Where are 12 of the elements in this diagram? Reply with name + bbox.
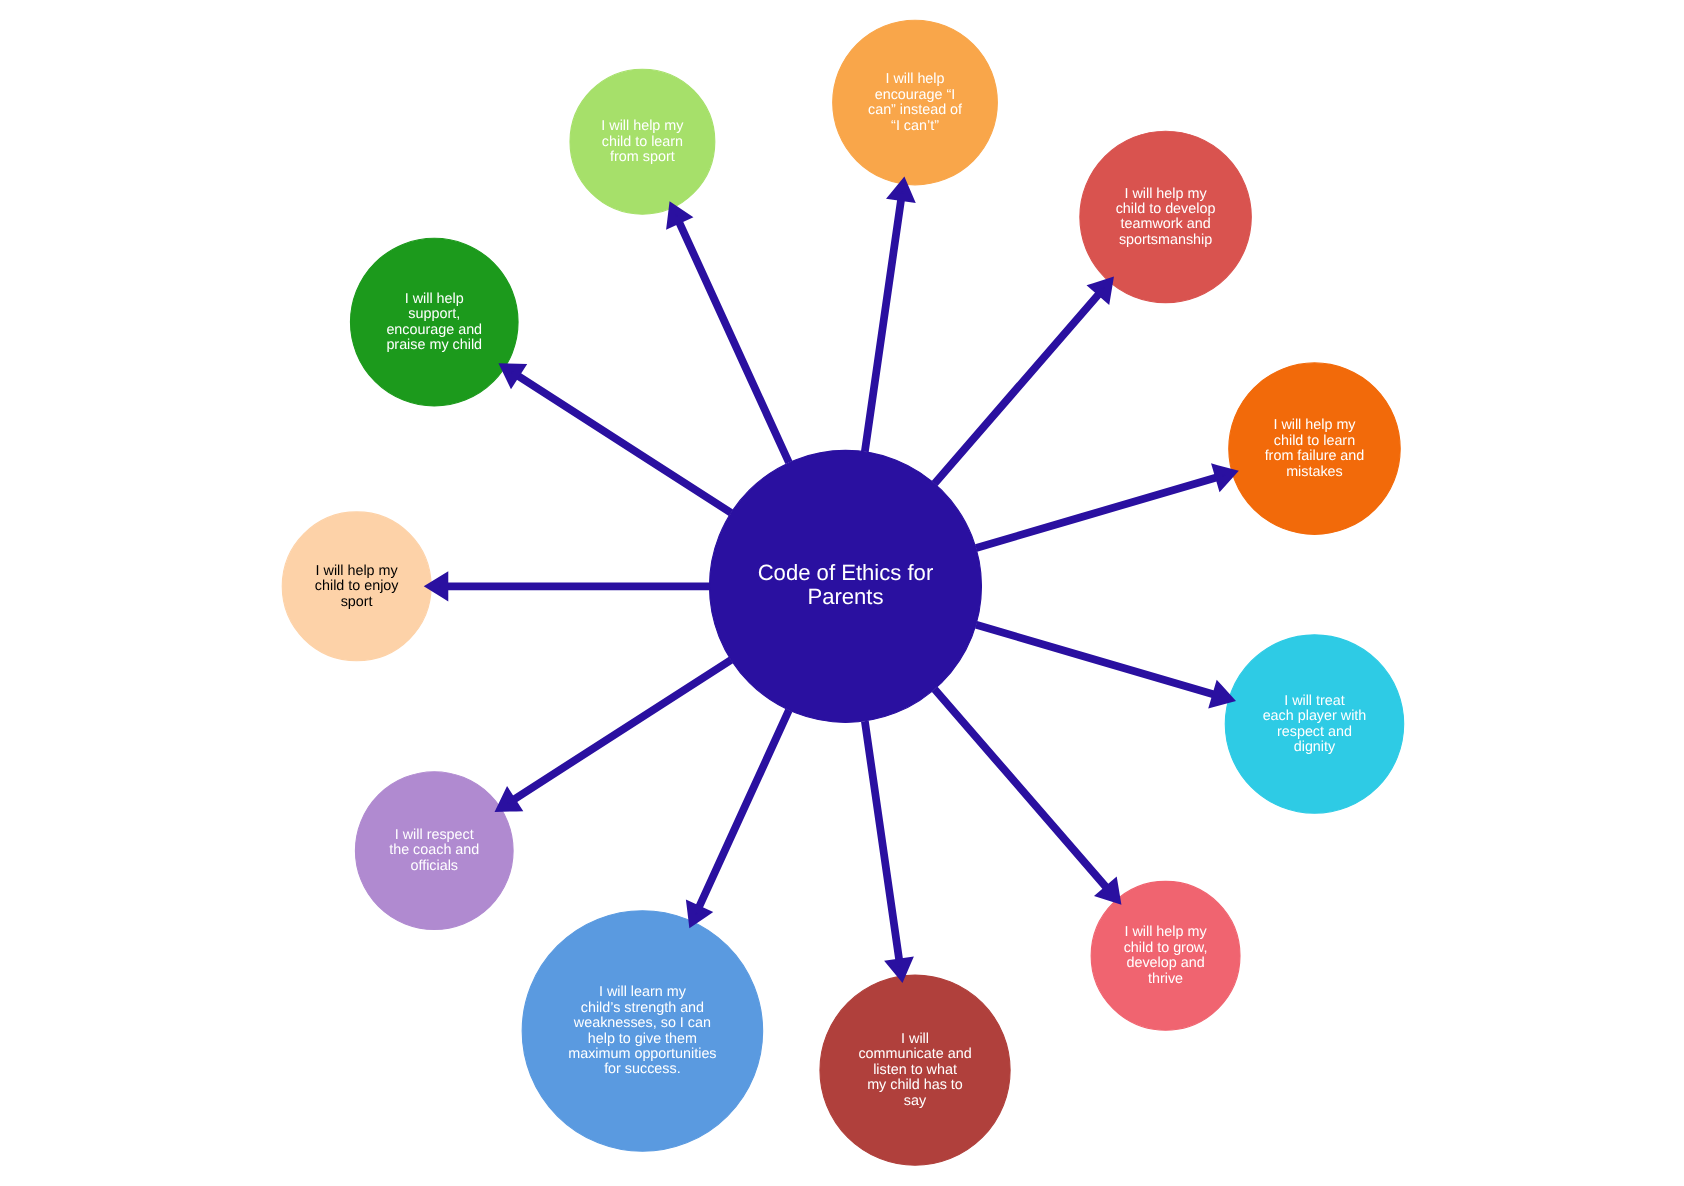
arrow bbox=[665, 201, 792, 465]
arrow bbox=[974, 621, 1235, 709]
arrow bbox=[860, 176, 915, 453]
arrow bbox=[930, 686, 1121, 905]
arrow bbox=[493, 656, 733, 812]
arrow bbox=[860, 720, 913, 983]
arrow bbox=[974, 463, 1238, 552]
arrow bbox=[422, 571, 709, 602]
arrow bbox=[930, 276, 1113, 486]
arrow bbox=[497, 363, 732, 516]
node-circle: Code of Ethics for Parents bbox=[707, 449, 982, 723]
arrow bbox=[684, 708, 792, 929]
